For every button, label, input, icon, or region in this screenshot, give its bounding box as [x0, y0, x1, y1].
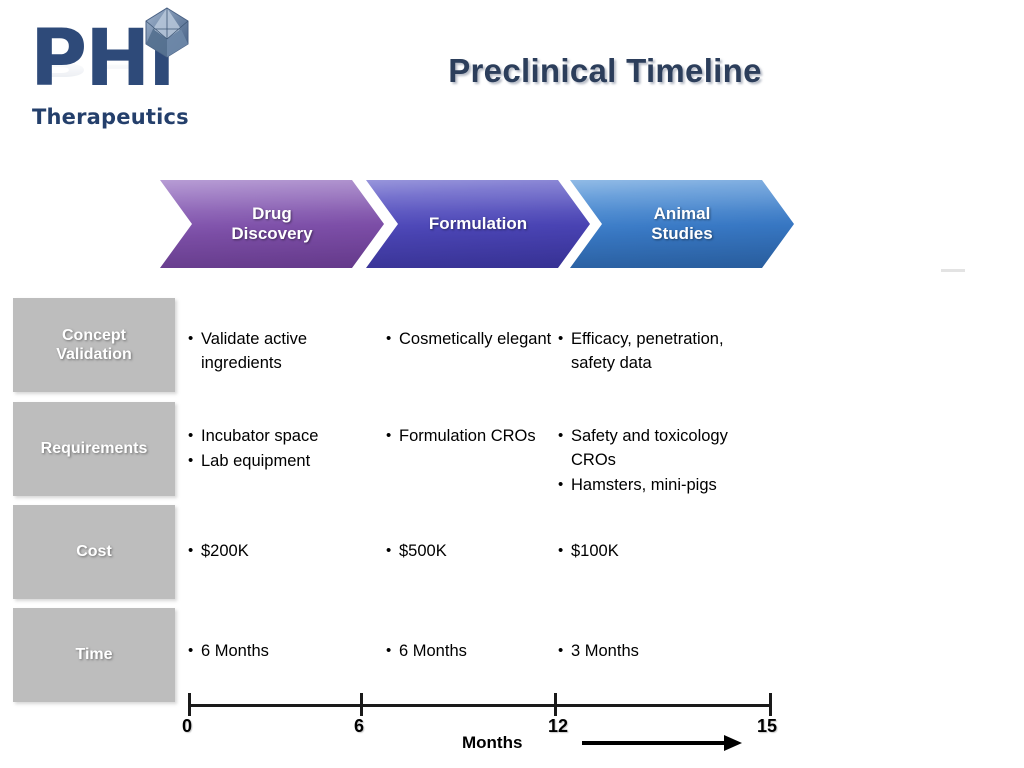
phase-label-line1: Formulation — [428, 214, 528, 234]
list-item-text: $200K — [201, 542, 249, 560]
phase-chevron-animal-studies-label: Animal Studies — [651, 204, 712, 243]
cell-time-animal-studies: • 3 Months — [558, 640, 768, 665]
timeline-axis-label: Months — [462, 733, 523, 752]
cell-cost-drug-discovery: • $200K — [188, 540, 366, 565]
list-item: • Validate active ingredients — [188, 328, 366, 376]
row-label-line1: Requirements — [40, 440, 148, 458]
bullet-icon: • — [188, 451, 194, 469]
logo-tagline: Therapeutics — [32, 105, 189, 129]
bullet-icon: • — [558, 475, 564, 493]
cell-concept-validation-drug-discovery: • Validate active ingredients — [188, 328, 366, 377]
timeline-tick-0 — [188, 693, 191, 716]
bullet-icon: • — [188, 427, 194, 444]
page-title: Preclinical Timeline — [448, 52, 762, 89]
row-label-time: Time — [13, 608, 175, 702]
row-label-cost: Cost — [13, 505, 175, 599]
row-label-line1: Concept — [61, 326, 126, 344]
list-item: • $200K — [188, 540, 366, 564]
timeline-tick-12 — [554, 693, 557, 716]
list-item: • 3 Months — [558, 640, 768, 664]
row-label-concept-validation: Concept Validation — [13, 298, 175, 392]
list-item: • Cosmetically elegant — [386, 328, 554, 352]
bullet-icon: • — [558, 330, 564, 347]
list-item-text: 6 Months — [399, 642, 467, 660]
bullet-icon: • — [558, 642, 564, 659]
list-item-text: 6 Months — [201, 642, 269, 660]
decorative-artifact — [941, 269, 965, 272]
list-item-text: Validate active ingredients — [201, 330, 308, 372]
list-item-text: Efficacy, penetration, safety data — [571, 330, 724, 372]
cell-concept-validation-formulation: • Cosmetically elegant — [386, 328, 554, 353]
row-label-line1: Time — [75, 646, 113, 664]
row-label-line2: Validation — [56, 346, 132, 363]
bullet-icon: • — [188, 542, 194, 559]
list-item-text: Lab equipment — [201, 451, 311, 470]
bullet-icon: • — [386, 642, 392, 659]
list-item-text: Safety and toxicology CROs — [571, 427, 728, 469]
phase-chevron-bar: Drug Discovery Formulation Animal Studie… — [0, 178, 1024, 274]
timeline-tick-6 — [360, 693, 363, 716]
list-item: • Formulation CROs — [386, 425, 554, 449]
phase-label-line2: Discovery — [231, 224, 313, 243]
cell-time-formulation: • 6 Months — [386, 640, 554, 665]
company-logo: PHi PHi Therapeutics — [18, 2, 214, 134]
timeline-tick-label-12: 12 — [548, 716, 569, 736]
timeline-tick-label-6: 6 — [354, 716, 365, 736]
cell-cost-formulation: • $500K — [386, 540, 554, 565]
list-item: • 6 Months — [386, 640, 554, 664]
list-item: • Efficacy, penetration, safety data — [558, 328, 768, 376]
list-item: • 6 Months — [188, 640, 366, 664]
list-item: • Hamsters, mini-pigs — [558, 474, 768, 498]
phase-label-line1: Animal — [653, 204, 711, 224]
list-item: • Lab equipment — [188, 450, 366, 474]
cell-requirements-drug-discovery: • Incubator space • Lab equipment — [188, 425, 366, 475]
phase-label-line1: Drug — [252, 204, 292, 224]
timeline-axis-line — [188, 704, 772, 707]
timeline-tick-label-0: 0 — [182, 716, 193, 736]
row-label-requirements: Requirements — [13, 402, 175, 496]
list-item-text: Hamsters, mini-pigs — [571, 475, 717, 494]
phase-chevron-formulation-label: Formulation — [429, 214, 527, 234]
timeline-tick-15 — [769, 693, 772, 716]
phase-chevron-formulation[interactable]: Formulation — [366, 180, 590, 268]
list-item-text: 3 Months — [571, 642, 639, 660]
list-item-text: Incubator space — [201, 427, 319, 445]
list-item: • Safety and toxicology CROs — [558, 425, 768, 473]
phase-chevron-drug-discovery-label: Drug Discovery — [231, 204, 312, 243]
row-label-line1: Cost — [76, 543, 112, 561]
phase-chevron-drug-discovery[interactable]: Drug Discovery — [160, 180, 384, 268]
list-item-text: $500K — [399, 542, 447, 560]
list-item-text: $100K — [571, 542, 619, 560]
list-item: • $500K — [386, 540, 554, 564]
phase-chevron-animal-studies[interactable]: Animal Studies — [570, 180, 794, 268]
cell-cost-animal-studies: • $100K — [558, 540, 768, 565]
list-item: • Incubator space — [188, 425, 366, 449]
bullet-icon: • — [558, 427, 564, 444]
timeline-tick-label-15: 15 — [757, 716, 778, 736]
cell-requirements-formulation: • Formulation CROs — [386, 425, 554, 450]
cell-requirements-animal-studies: • Safety and toxicology CROs • Hamsters,… — [558, 425, 768, 499]
bullet-icon: • — [188, 330, 194, 347]
bullet-icon: • — [386, 330, 392, 347]
list-item-text: Cosmetically elegant — [399, 330, 552, 348]
list-item-text: Formulation CROs — [399, 427, 536, 445]
right-arrow-icon — [582, 735, 742, 751]
bullet-icon: • — [188, 642, 194, 659]
phase-label-line2: Studies — [651, 224, 713, 243]
bullet-icon: • — [386, 427, 392, 444]
cell-concept-validation-animal-studies: • Efficacy, penetration, safety data — [558, 328, 768, 377]
bullet-icon: • — [386, 542, 392, 559]
polyhedron-icon — [145, 7, 189, 58]
list-item: • $100K — [558, 540, 768, 564]
bullet-icon: • — [558, 542, 564, 559]
cell-time-drug-discovery: • 6 Months — [188, 640, 366, 665]
